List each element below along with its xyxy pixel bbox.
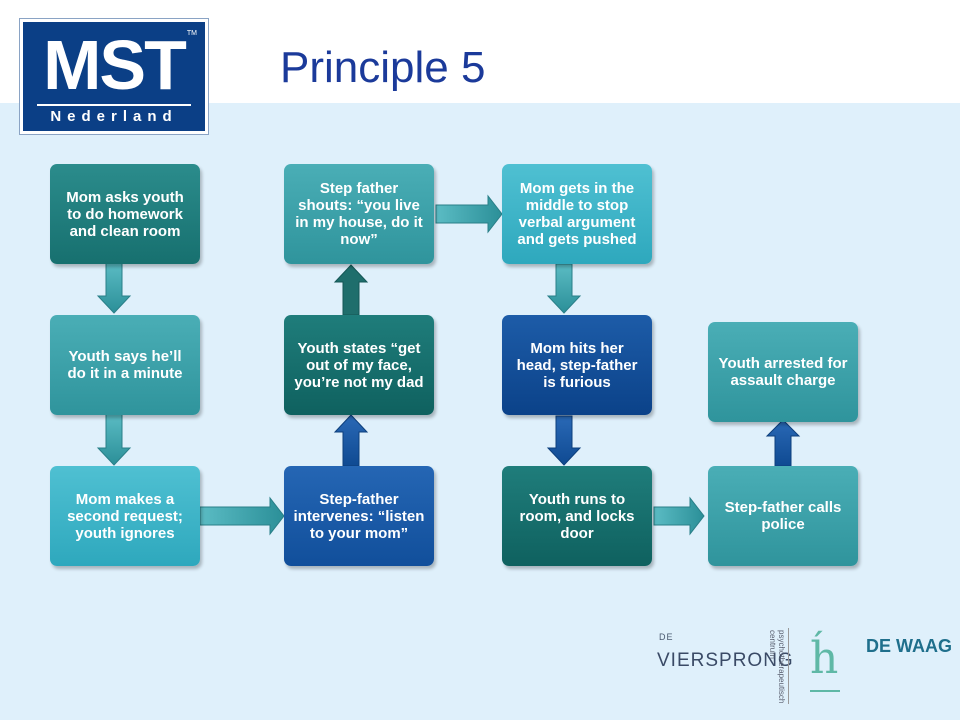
step-stepfather-calls-police-text: Step-father calls police <box>724 499 842 533</box>
logo-divider <box>37 104 191 106</box>
arrow-down-3 <box>546 263 582 314</box>
viersprong-de: DE <box>659 632 674 642</box>
step-youth-says: Youth says he’ll do it in a minute <box>50 315 200 415</box>
viersprong-side-text: psychotherapeutisch centrum <box>768 630 786 704</box>
step-stepfather-calls-police: Step-father calls police <box>708 466 858 566</box>
step-youth-says-text: Youth says he’ll do it in a minute <box>67 348 183 382</box>
step-youth-arrested: Youth arrested for assault charge <box>708 322 858 422</box>
arrow-right-1 <box>199 496 285 536</box>
step-stepfather-intervenes-text: Step-father intervenes: “listen to your … <box>293 490 425 542</box>
logo-subtitle: Nederland <box>50 108 178 125</box>
logo-mst-text: MST <box>43 26 187 104</box>
step-youth-runs-text: Youth runs to room, and locks door <box>519 490 635 542</box>
step-youth-states-text: Youth states “get out of my face, you’re… <box>294 339 424 391</box>
arrow-down-1 <box>96 262 132 314</box>
step-mom-hits-head-text: Mom hits her head, step-father is furiou… <box>516 339 638 391</box>
arrow-down-2 <box>96 413 132 466</box>
viersprong-logo: DE VIERSPRONG <box>655 628 793 718</box>
mst-logo: MST TM Nederland <box>20 19 208 134</box>
arrow-up-1 <box>333 414 369 467</box>
step-stepfather-shouts: Step father shouts: “you live in my hous… <box>284 164 434 264</box>
step-mom-middle-text: Mom gets in the middle to stop verbal ar… <box>517 180 637 248</box>
arrow-up-3 <box>765 419 801 467</box>
logo-trademark: TM <box>186 30 197 37</box>
step-mom-middle: Mom gets in the middle to stop verbal ar… <box>502 164 652 264</box>
step-youth-runs: Youth runs to room, and locks door <box>502 466 652 566</box>
step-youth-states: Youth states “get out of my face, you’re… <box>284 315 434 415</box>
step-mom-asks: Mom asks youth to do homework and clean … <box>50 164 200 264</box>
arrow-right-3 <box>653 496 705 536</box>
arrow-right-2 <box>435 194 503 234</box>
step-mom-second-request: Mom makes a second request; youth ignore… <box>50 466 200 566</box>
de-waag-logo-text: DE WAAG <box>866 636 953 656</box>
viersprong-name: VIERSPRONG <box>657 650 794 671</box>
arrow-up-2 <box>333 264 369 316</box>
arrow-down-4 <box>546 415 582 466</box>
step-mom-hits-head: Mom hits her head, step-father is furiou… <box>502 315 652 415</box>
step-stepfather-intervenes: Step-father intervenes: “listen to your … <box>284 466 434 566</box>
step-mom-second-request-text: Mom makes a second request; youth ignore… <box>67 490 183 542</box>
logo-divider-line <box>788 628 789 704</box>
step-mom-asks-text: Mom asks youth to do homework and clean … <box>66 188 184 240</box>
page-title: Principle 5 <box>280 43 486 92</box>
step-stepfather-shouts-text: Step father shouts: “you live in my hous… <box>295 180 423 248</box>
step-youth-arrested-text: Youth arrested for assault charge <box>718 355 848 389</box>
de-waag-underline <box>810 690 840 692</box>
de-waag-mark: h́ <box>810 633 839 684</box>
